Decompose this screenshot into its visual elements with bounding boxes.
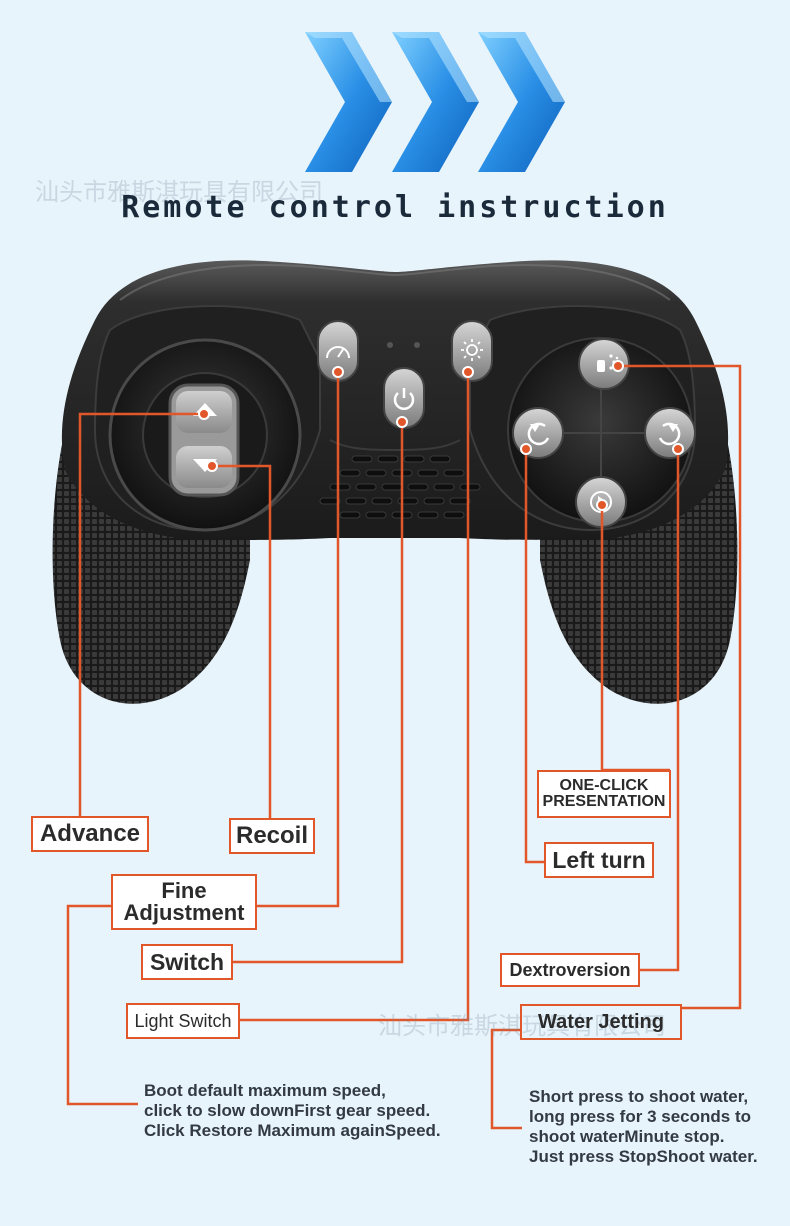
speedometer-icon (326, 346, 350, 359)
watermark-text: 汕头市雅斯淇玩具有限公司 (35, 178, 323, 206)
label-light-switch: Light Switch (126, 1003, 240, 1039)
speed-note-line: click to slow downFirst gear speed. (144, 1101, 431, 1120)
rotate-right-icon (658, 422, 681, 446)
power-icon (393, 388, 415, 410)
water-note-line: Short press to shoot water, (529, 1087, 749, 1106)
light-switch-button[interactable] (451, 320, 493, 382)
label-fine-adjustment-line2: Adjustment (123, 900, 245, 925)
water-note: Short press to shoot water, long press f… (529, 1087, 758, 1167)
label-fine-adjustment-line1: Fine (161, 878, 207, 903)
chevron-icon (478, 32, 565, 172)
water-note-line: long press for 3 seconds to (529, 1107, 751, 1126)
sun-icon (461, 339, 483, 361)
label-left-turn: Left turn (544, 842, 654, 878)
label-water-jetting: Water Jetting (520, 1004, 682, 1040)
label-one-click-line1: ONE-CLICK (559, 777, 649, 794)
label-fine-adjustment: Fine Adjustment (111, 874, 257, 930)
speed-note-line: Click Restore Maximum againSpeed. (144, 1121, 441, 1140)
chevron-icon (392, 32, 479, 172)
label-switch: Switch (141, 944, 233, 980)
chevron-arrows-graphic (305, 32, 565, 172)
spray-icon (597, 354, 619, 372)
callout-lines (66, 364, 742, 1130)
label-one-click-line2: PRESENTATION (542, 793, 666, 810)
label-recoil: Recoil (229, 818, 315, 854)
watermark-text: 汕头市雅斯淇玩具有限公司 (378, 1012, 666, 1040)
speed-note-line: Boot default maximum speed, (144, 1081, 386, 1100)
callout-dots (198, 360, 684, 511)
speed-note: Boot default maximum speed, click to slo… (144, 1081, 441, 1141)
water-note-line: shoot waterMinute stop. (529, 1127, 725, 1146)
label-advance: Advance (31, 816, 149, 852)
label-dextroversion: Dextroversion (500, 953, 640, 987)
label-one-click-presentation: ONE-CLICK PRESENTATION (537, 770, 671, 818)
chevron-icon (305, 32, 392, 172)
page-title: Remote control instruction (121, 190, 669, 225)
right-turn-button[interactable] (644, 407, 696, 459)
water-note-line: Just press StopShoot water. (529, 1147, 758, 1166)
rotate-left-icon (527, 422, 550, 446)
